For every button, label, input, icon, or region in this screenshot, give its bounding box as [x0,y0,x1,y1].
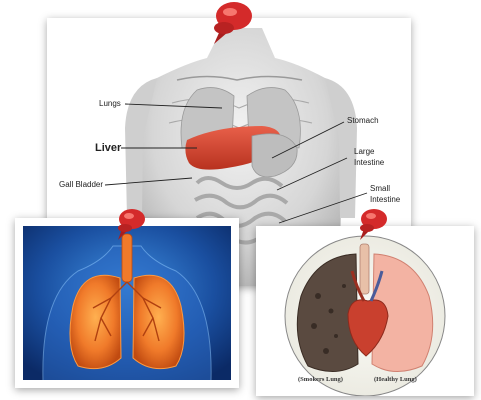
smoker-healthy-lung-card: (Smokers Lung) (Healthy Lung) [256,226,474,396]
label-large-intestine-1: Large [354,148,374,156]
pushpin-icon [110,206,150,244]
caption-healthy-lung: (Healthy Lung) [374,376,417,383]
label-stomach: Stomach [347,117,379,125]
smoker-healthy-illustration [256,226,474,396]
caption-smokers-lung: (Smokers Lung) [298,376,343,383]
lungs-illustration [23,226,231,380]
label-liver: Liver [95,143,121,154]
label-lungs: Lungs [99,100,121,108]
label-small-intestine-2: Intestine [370,196,400,204]
label-gall-bladder: Gall Bladder [59,181,103,189]
label-small-intestine-1: Small [370,185,390,193]
pushpin-icon [204,0,256,50]
pushpin-icon [352,206,392,244]
label-large-intestine-2: Intestine [354,159,384,167]
